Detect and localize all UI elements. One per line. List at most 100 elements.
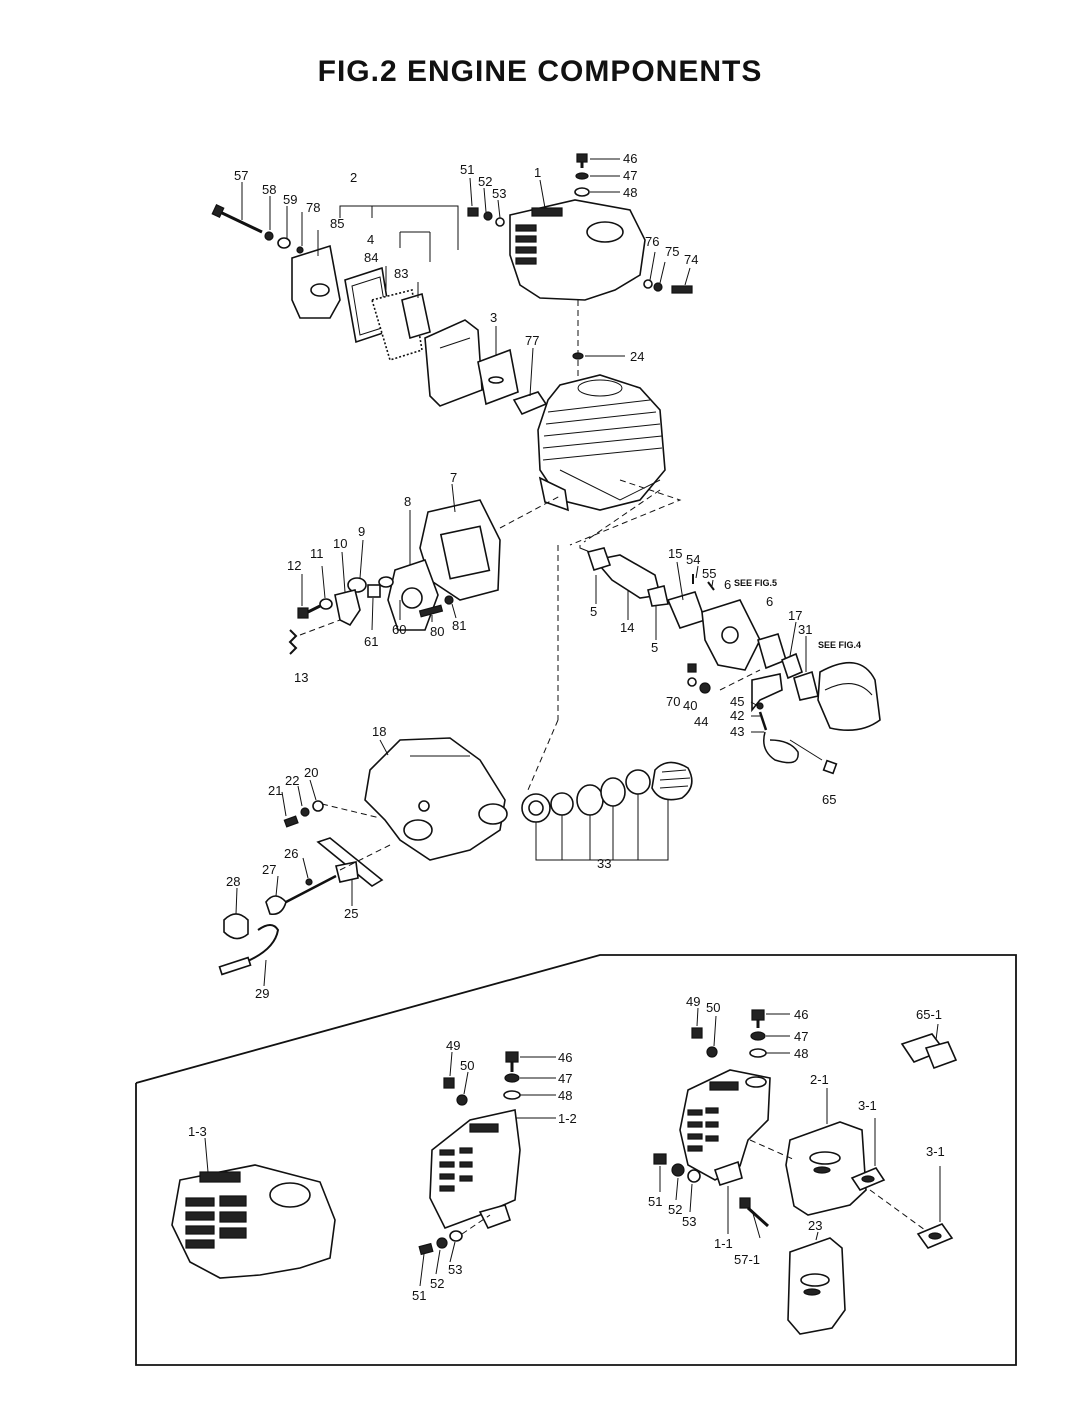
washer-81-drawing [444,595,454,605]
label-52: 52 [478,174,492,189]
label-3: 3 [490,310,497,325]
inset-label-46b: 46 [794,1007,808,1022]
label-51: 51 [460,162,474,177]
label-see-fig4: SEE FIG.4 [818,640,861,650]
inset-label-50b: 50 [706,1000,720,1015]
label-see-fig5: SEE FIG.5 [734,578,777,588]
label-1: 1 [534,165,541,180]
label-85: 85 [330,216,344,231]
lever-drawing [751,673,783,713]
clutch-drum-33f-drawing [651,761,693,801]
inset-label-47a: 47 [558,1071,572,1086]
label-5b: 5 [651,640,658,655]
inset-label-1-1: 1-1 [714,1236,733,1251]
label-8: 8 [404,494,411,509]
inset-label-53a: 53 [448,1262,462,1277]
label-57: 57 [234,168,248,183]
label-28: 28 [226,874,240,889]
label-29: 29 [255,986,269,1001]
washer-48-drawing [574,187,590,197]
label-48: 48 [623,185,637,200]
washer-22-drawing [300,807,310,817]
washer-76-drawing [643,279,653,289]
label-24: 24 [630,349,644,364]
inset-label-52a: 52 [430,1276,444,1291]
starter-group [288,483,561,655]
plate-33e-drawing [625,769,651,795]
inset-label-52b: 52 [668,1202,682,1217]
label-80: 80 [430,624,444,639]
ring-33d-drawing [600,777,626,807]
ring-33c-drawing [576,784,604,816]
screw-46-drawing [576,153,588,163]
label-75: 75 [665,244,679,259]
bolt-12-drawing [297,607,309,619]
washer-9-drawing [347,577,367,593]
inset-box [135,954,1017,1366]
strap-29-drawing [229,924,280,969]
label-44: 44 [694,714,708,729]
cover-1-1-drawing [653,1007,958,1335]
label-40: 40 [683,698,697,713]
label-42: 42 [730,708,744,723]
inset-label-1-3: 1-3 [188,1124,207,1139]
label-21: 21 [268,783,282,798]
label-18: 18 [372,724,386,739]
inset-label-48b: 48 [794,1046,808,1061]
washer-53-drawing [495,217,505,227]
inset-label-53b: 53 [682,1214,696,1229]
nut-61-drawing [367,584,381,598]
inset-label-57-1: 57-1 [734,1252,760,1267]
label-61: 61 [364,634,378,649]
label-77: 77 [525,333,539,348]
cap-65-drawing [822,759,838,775]
label-65: 65 [822,792,836,807]
bolt-51-drawing [467,207,479,217]
inset-label-48a: 48 [558,1088,572,1103]
screw-70-drawing [687,663,697,673]
label-13: 13 [294,670,308,685]
air-box-drawing [817,661,881,731]
label-6a: 6 [724,577,731,592]
label-14: 14 [620,620,634,635]
washer-58-drawing [264,231,274,241]
label-70: 70 [666,694,680,709]
cover-1-3-drawing [171,1137,336,1279]
part-number-labels: 57 58 59 78 85 2 4 84 83 3 77 51 52 53 1… [188,151,945,1303]
label-9: 9 [358,524,365,539]
inset-label-23: 23 [808,1218,822,1233]
label-15: 15 [668,546,682,561]
inset-label-50a: 50 [460,1058,474,1073]
insulator-15-drawing [666,591,707,629]
label-12: 12 [287,558,301,573]
bolt-21-drawing [283,815,299,828]
label-31: 31 [798,622,812,637]
inset-label-65-1: 65-1 [916,1007,942,1022]
gasket-31-drawing [793,670,819,701]
label-74: 74 [684,252,698,267]
inset-label-51b: 51 [648,1194,662,1209]
washer-24-drawing [572,352,584,360]
label-47: 47 [623,168,637,183]
engine-block [537,374,682,546]
bolt-57-drawing [211,203,263,234]
inset-label-47b: 47 [794,1029,808,1044]
spacer-33b-drawing [550,792,574,816]
label-45: 45 [730,694,744,709]
inset-label-3-1a: 3-1 [858,1098,877,1113]
label-54: 54 [686,552,700,567]
label-81: 81 [452,618,466,633]
label-43: 43 [730,724,744,739]
gasket-6-drawing [757,633,787,670]
clutch-housing-18 [364,737,506,861]
label-60: 60 [392,622,406,637]
label-53: 53 [492,186,506,201]
label-5a: 5 [590,604,597,619]
label-59: 59 [283,192,297,207]
washer-52-drawing [483,211,493,221]
plate-17-drawing [781,652,803,680]
label-84: 84 [364,250,378,265]
inset-label-3-1b: 3-1 [926,1144,945,1159]
label-2: 2 [350,170,357,185]
